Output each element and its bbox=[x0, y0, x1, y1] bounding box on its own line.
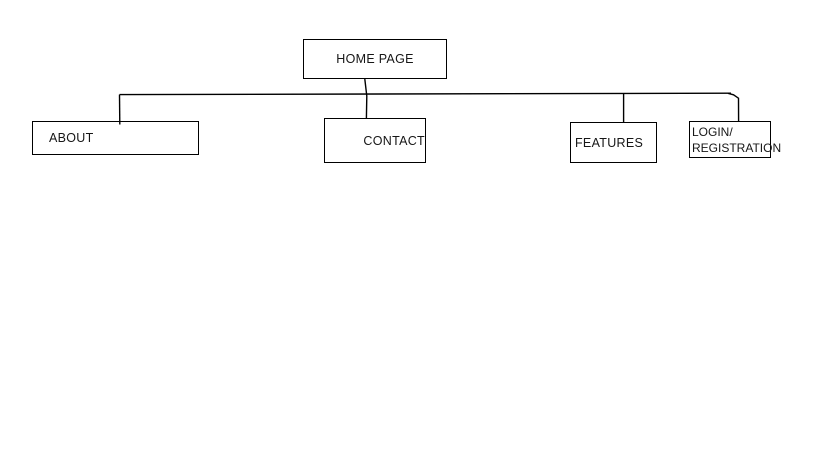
node-login-registration-label: LOGIN/ REGISTRATION bbox=[692, 124, 781, 156]
node-contact: CONTACT bbox=[324, 118, 426, 163]
node-features: FEATURES bbox=[570, 122, 657, 163]
connector-trunk bbox=[119, 92, 732, 96]
connector-home-contact bbox=[364, 78, 368, 119]
login-label-line1: LOGIN/ bbox=[692, 124, 733, 139]
node-about: ABOUT bbox=[32, 121, 199, 155]
node-features-label: FEATURES bbox=[575, 135, 644, 150]
node-about-label: ABOUT bbox=[49, 131, 94, 145]
node-contact-label: CONTACT bbox=[363, 133, 425, 148]
node-home-page: HOME PAGE bbox=[303, 39, 447, 79]
connector-login-elbow bbox=[727, 92, 740, 122]
node-login-registration: LOGIN/ REGISTRATION bbox=[689, 121, 781, 158]
login-label-line2: REGISTRATION bbox=[692, 140, 782, 155]
node-home-page-label: HOME PAGE bbox=[336, 52, 414, 66]
